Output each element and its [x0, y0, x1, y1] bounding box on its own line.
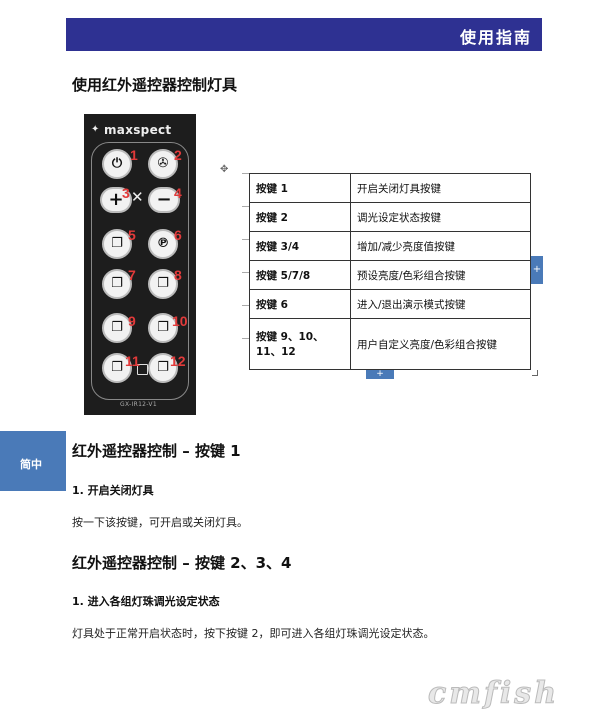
table-row: 按键 5/7/8 预设亮度/色彩组合按键: [249, 260, 531, 291]
remote-label-9: 9: [128, 313, 136, 329]
brand-logo-icon: ✦: [91, 124, 100, 135]
preset-icon: ❐: [102, 229, 132, 259]
row-selector-bar[interactable]: [231, 173, 249, 370]
tool-icon: ✕: [131, 188, 144, 206]
table-row: 按键 3/4 增加/减少亮度值按键: [249, 231, 531, 262]
paragraph-key1: 按一下该按键，可开启或关闭灯具。: [72, 516, 248, 529]
table-cell-key: 按键 3/4: [249, 231, 351, 262]
watermark: cmfish: [427, 676, 560, 712]
section-title-ir-remote: 使用红外遥控器控制灯具: [72, 76, 238, 94]
table-row: 按键 9、10、11、12 用户自定义亮度/色彩组合按键: [249, 318, 531, 370]
dimming-icon: ✇: [148, 149, 178, 179]
plus-icon: +: [100, 187, 132, 213]
preset-icon: ❐: [102, 269, 132, 299]
remote-label-1: 1: [130, 147, 138, 163]
remote-label-7: 7: [128, 267, 136, 283]
language-side-tab[interactable]: 简中: [0, 431, 66, 491]
remote-label-6: 6: [174, 227, 182, 243]
table-cell-desc: 预设亮度/色彩组合按键: [350, 260, 531, 291]
table-row: 按键 6 进入/退出演示模式按键: [249, 289, 531, 320]
subheading-key1: 1. 开启关闭灯具: [72, 484, 154, 497]
header-bar: 使用指南: [66, 18, 542, 51]
table-cell-desc: 开启关闭灯具按键: [350, 172, 531, 204]
minus-icon: −: [148, 187, 180, 213]
save-icon: [137, 364, 148, 375]
header-title: 使用指南: [459, 28, 532, 47]
custom-icon: ❐: [148, 313, 178, 343]
subheading-key234: 1. 进入各组灯珠调光设定状态: [72, 595, 220, 608]
remote-control-image: ✦ maxspect ⏻ 1 ✇ 2 + 3 ✕ − 4 ❐ 5 ℗ 6 ❐ 7…: [84, 114, 196, 415]
section-title-key1: 红外遥控器控制 – 按键 1: [72, 442, 241, 460]
table-cell-desc: 增加/减少亮度值按键: [350, 231, 531, 262]
remote-label-3: 3: [122, 185, 130, 201]
demo-icon: ℗: [148, 229, 178, 259]
table-cell-desc: 调光设定状态按键: [350, 202, 531, 233]
remote-label-8: 8: [174, 267, 182, 283]
power-icon: ⏻: [102, 149, 132, 179]
key-table: 按键 1 开启关闭灯具按键 按键 2 调光设定状态按键 按键 3/4 增加/减少…: [249, 172, 531, 370]
table-move-handle-icon[interactable]: ✥: [220, 164, 229, 175]
preset-icon: ❐: [148, 269, 178, 299]
table-cell-key: 按键 2: [249, 202, 351, 233]
remote-label-4: 4: [174, 185, 182, 201]
remote-model: GX-IR12-V1: [120, 401, 157, 408]
remote-label-12: 12: [170, 353, 186, 369]
add-column-button[interactable]: +: [531, 256, 543, 284]
remote-label-10: 10: [172, 313, 188, 329]
remote-label-2: 2: [174, 147, 182, 163]
remote-label-11: 11: [125, 353, 140, 369]
add-row-button[interactable]: +: [366, 370, 394, 379]
section-title-key234: 红外遥控器控制 – 按键 2、3、4: [72, 554, 292, 572]
language-tab-label: 简中: [20, 458, 42, 471]
custom-icon: ❐: [148, 353, 178, 383]
table-row: 按键 2 调光设定状态按键: [249, 202, 531, 233]
table-cell-key: 按键 1: [249, 172, 351, 204]
table-cell-desc: 用户自定义亮度/色彩组合按键: [350, 318, 531, 370]
remote-brand: maxspect: [104, 123, 172, 137]
remote-label-5: 5: [128, 227, 136, 243]
remote-panel: ⏻ 1 ✇ 2 + 3 ✕ − 4 ❐ 5 ℗ 6 ❐ 7 ❐ 8 ❐ 9 ❐ …: [91, 142, 189, 400]
table-cell-key: 按键 6: [249, 289, 351, 320]
table-resize-handle[interactable]: [532, 370, 538, 376]
custom-icon: ❐: [102, 353, 132, 383]
table-row: 按键 1 开启关闭灯具按键: [249, 172, 531, 204]
paragraph-key234: 灯具处于正常开启状态时，按下按键 2，即可进入各组灯珠调光设定状态。: [72, 627, 435, 640]
table-cell-key: 按键 5/7/8: [249, 260, 351, 291]
table-cell-key: 按键 9、10、11、12: [249, 318, 351, 370]
custom-icon: ❐: [102, 313, 132, 343]
table-cell-desc: 进入/退出演示模式按键: [350, 289, 531, 320]
